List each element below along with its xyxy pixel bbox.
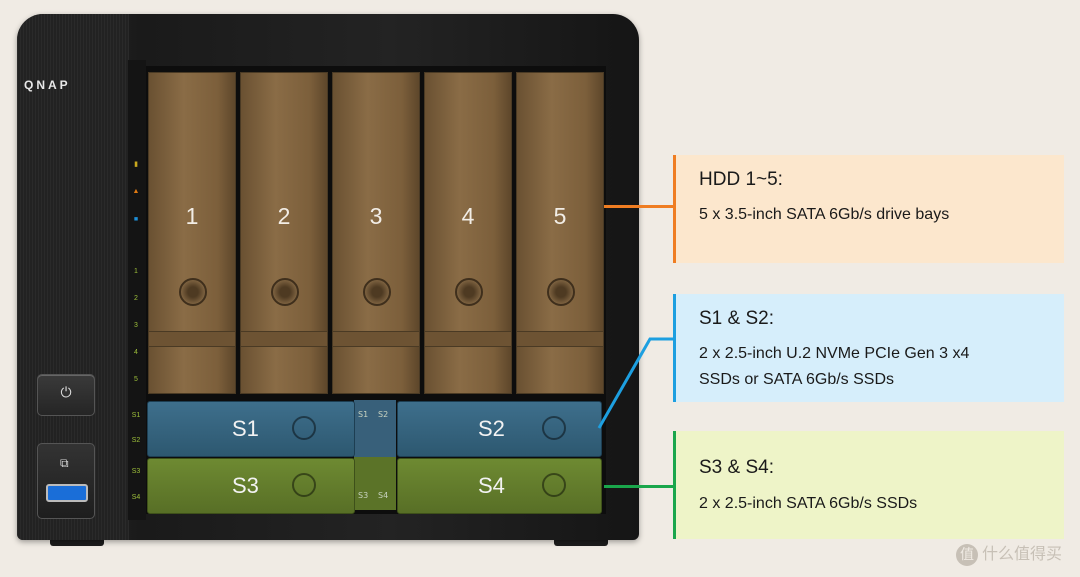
tray-lock-icon (363, 278, 391, 306)
led-label: S2 (131, 437, 141, 444)
callout-s3-s4: S3 & S4: 2 x 2.5-inch SATA 6Gb/s SSDs (673, 431, 1064, 539)
callout-line-hdd (604, 205, 674, 208)
one-touch-copy-icon: ⧉ (60, 456, 69, 470)
tray-lock-icon (179, 278, 207, 306)
watermark: 值什么值得买 (955, 540, 1062, 566)
tray-handle (149, 331, 235, 347)
brand-logo: QNAP (24, 78, 71, 92)
led-label: S4 (131, 494, 141, 501)
tray-lock-icon (292, 416, 316, 440)
led-label: 1 (134, 268, 138, 275)
led-label: S1 (131, 412, 141, 419)
led-label: 4 (134, 349, 138, 356)
ssd-center-divider: S1 S2 S3 S4 (354, 400, 396, 510)
usb-panel: ⧉ (37, 443, 95, 519)
tray-handle (333, 331, 419, 347)
tray-lock-icon (542, 473, 566, 497)
status-led-column (128, 60, 146, 520)
center-label: S2 (378, 410, 389, 419)
led-label: 2 (134, 295, 138, 302)
callout-hdd: HDD 1~5: 5 x 3.5-inch SATA 6Gb/s drive b… (673, 155, 1064, 263)
tray-lock-icon (542, 416, 566, 440)
callout-text: SSDs or SATA 6Gb/s SSDs (699, 371, 895, 388)
callout-line-s1-s2 (597, 337, 675, 429)
ssd-bay-label: S1 (232, 416, 259, 441)
ssd-bay-s4: S4 (397, 458, 602, 514)
hdd-bay-number: 2 (277, 203, 291, 229)
hdd-bay: 3 (332, 72, 420, 394)
tray-handle (241, 331, 327, 347)
tray-handle (425, 331, 511, 347)
hdd-bay-number: 5 (553, 203, 567, 229)
callout-title: HDD 1~5: (699, 169, 783, 190)
ssd-bay-label: S3 (232, 473, 259, 498)
ssd-bay-s2: S2 (397, 401, 602, 457)
power-icon: ⏻ (60, 385, 72, 401)
led-label: S3 (131, 468, 141, 475)
hdd-bay: 2 (240, 72, 328, 394)
hdd-bay-number: 4 (461, 203, 475, 229)
center-label: S4 (378, 491, 389, 500)
network-led-icon: ■ (133, 216, 139, 223)
usb-port (46, 484, 88, 502)
ssd-bay-label: S4 (478, 473, 505, 498)
callout-title: S3 & S4: (699, 457, 774, 478)
center-label: S3 (358, 491, 369, 500)
led-label: 3 (134, 322, 138, 329)
watermark-icon: 值 (955, 543, 978, 566)
callout-text: 2 x 2.5-inch SATA 6Gb/s SSDs (699, 495, 918, 512)
warning-led-icon: ▲ (132, 188, 140, 195)
ssd-bay-s3: S3 (147, 458, 355, 514)
tray-lock-icon (455, 278, 483, 306)
tray-lock-icon (547, 278, 575, 306)
status-led-icon: ▮ (134, 161, 138, 168)
tray-lock-icon (292, 473, 316, 497)
center-label: S1 (358, 410, 369, 419)
hdd-bay-number: 3 (369, 203, 383, 229)
callout-line-s3-s4 (604, 485, 674, 488)
callout-s1-s2: S1 & S2: 2 x 2.5-inch U.2 NVMe PCIe Gen … (673, 294, 1064, 402)
power-button: ⏻ (37, 374, 95, 416)
ssd-bay-label: S2 (478, 416, 505, 441)
hdd-bay: 4 (424, 72, 512, 394)
callout-text: 2 x 2.5-inch U.2 NVMe PCIe Gen 3 x4 (699, 345, 970, 362)
hdd-bay: 1 (148, 72, 236, 394)
tray-lock-icon (271, 278, 299, 306)
callout-text: 5 x 3.5-inch SATA 6Gb/s drive bays (699, 206, 950, 223)
ssd-bay-s1: S1 (147, 401, 355, 457)
led-label: 5 (134, 376, 138, 383)
watermark-text: 什么值得买 (981, 544, 1062, 563)
hdd-bay: 5 (516, 72, 604, 394)
hdd-bay-number: 1 (185, 203, 199, 229)
callout-title: S1 & S2: (699, 308, 774, 329)
tray-handle (517, 331, 603, 347)
